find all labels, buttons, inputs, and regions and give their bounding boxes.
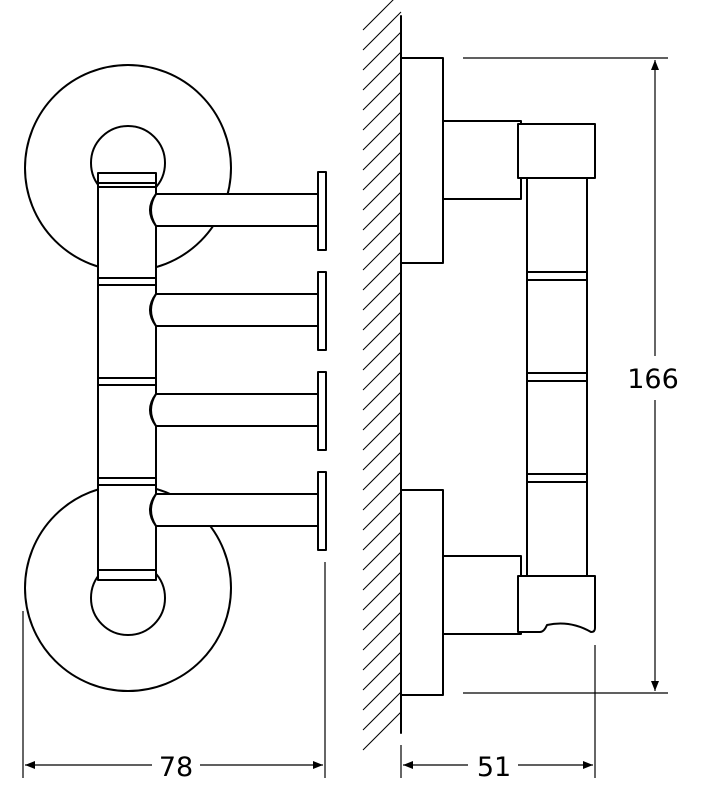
side-segment-ring (526, 271, 588, 281)
side-top-flange (400, 57, 444, 264)
hook-end-cap (317, 471, 327, 551)
hatch-line (362, 391, 402, 431)
hatch-line (362, 491, 402, 531)
hatch-line (362, 131, 402, 171)
hatch-line (362, 31, 402, 71)
height-dimension-label: 166 (627, 364, 679, 395)
hook-tube (150, 493, 319, 527)
side-bottom-flange (400, 489, 444, 696)
width-dimension-label: 78 (159, 752, 193, 783)
hatch-line (362, 111, 402, 151)
column-segment-ring (97, 377, 157, 386)
hatch-line (362, 191, 402, 231)
hatch-line (362, 651, 402, 691)
depth-dimension-label: 51 (477, 752, 511, 783)
hatch-line (362, 11, 402, 51)
column-segment-ring (97, 477, 157, 486)
hatch-line (362, 271, 402, 311)
hatch-line (362, 631, 402, 671)
hatch-line (362, 531, 402, 571)
hatch-line (362, 51, 402, 91)
hatch-line (362, 551, 402, 591)
hook-end-cap (317, 171, 327, 251)
hook-end-cap (317, 271, 327, 351)
hatch-line (362, 371, 402, 411)
side-segment-ring (526, 473, 588, 483)
side-view (362, 0, 596, 751)
hatch-line (362, 471, 402, 511)
hatch-line (362, 171, 402, 211)
hatch-line (362, 571, 402, 611)
hatch-line (362, 671, 402, 711)
hatch-line (362, 231, 402, 271)
hatch-line (362, 451, 402, 491)
column-bottom-cap (97, 569, 157, 581)
hook-end-cap (317, 371, 327, 451)
hook-group (97, 171, 327, 551)
hook-joint (149, 493, 157, 527)
column-top-cap (97, 172, 157, 184)
side-segment-lines (526, 271, 588, 483)
hatch-line (362, 591, 402, 631)
side-top-stem (442, 120, 522, 200)
hatch-line (362, 211, 402, 251)
dimension-depth: 51 (400, 645, 596, 783)
hook-arm (97, 471, 327, 551)
hatch-line (362, 291, 402, 331)
side-bottom-stem (442, 555, 522, 635)
side-bottom-cap (517, 575, 596, 633)
hatch-line (362, 91, 402, 131)
hook-tube (150, 193, 319, 227)
hook-joint (149, 293, 157, 327)
hatch-line (362, 411, 402, 451)
hatch-line (362, 511, 402, 551)
hatch-line (362, 431, 402, 471)
hatch-line (362, 0, 394, 31)
hook-arm (97, 371, 327, 451)
hatch-line (362, 71, 402, 111)
hatch-line (362, 711, 402, 751)
hook-joint (149, 193, 157, 227)
hatch-line (362, 691, 402, 731)
side-segment-ring (526, 372, 588, 382)
hatch-line (362, 151, 402, 191)
column-segment-ring (97, 277, 157, 286)
hatch-line (362, 351, 402, 391)
side-top-cap (517, 123, 596, 179)
front-view (24, 64, 327, 692)
hatch-line (362, 331, 402, 371)
hatch-line (362, 251, 402, 291)
hatch-line (362, 311, 402, 351)
hook-joint (149, 393, 157, 427)
wall-hatching (362, 0, 402, 751)
hook-arm (97, 271, 327, 351)
hook-tube (150, 293, 319, 327)
dimension-height: 166 (463, 57, 679, 694)
dimension-width: 78 (22, 562, 326, 783)
hatch-line (362, 611, 402, 651)
hook-tube (150, 393, 319, 427)
